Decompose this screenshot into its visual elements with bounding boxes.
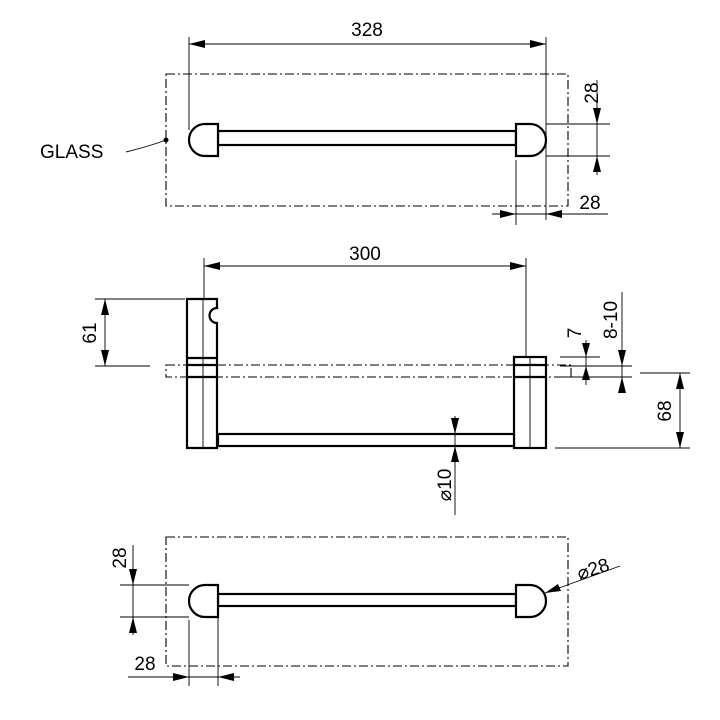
dim-diameter-28: ⌀28 [575, 555, 612, 585]
dim-28-bottom-width: 28 [134, 654, 155, 675]
glass-outline-bottom [165, 536, 569, 667]
dim-diameter-10: ⌀10 [435, 469, 456, 502]
left-cap-bottom [187, 583, 220, 619]
dim-28-cap-depth: 28 [579, 193, 600, 214]
bottom-view: 28 28 ⌀28 [110, 536, 621, 686]
left-bracket [185, 297, 219, 450]
dim-68: 68 [655, 400, 676, 421]
dim-28-cap-height: 28 [582, 82, 603, 103]
dim-300: 300 [349, 244, 381, 265]
dim-7: 7 [565, 328, 586, 339]
top-view: 328 28 28 GLASS [40, 20, 610, 225]
towel-rod-bottom [216, 592, 518, 608]
towel-rod-side [216, 432, 516, 448]
left-cap [187, 122, 220, 158]
dim-28-bottom-height: 28 [110, 547, 131, 568]
towel-rod [216, 129, 518, 147]
glass-outline [165, 73, 569, 207]
dim-8-10: 8-10 [601, 301, 622, 339]
glass-label: GLASS [40, 142, 103, 163]
dim-61: 61 [80, 322, 101, 343]
glass-section [165, 364, 572, 378]
right-cap [514, 122, 548, 158]
side-view: 300 61 7 8-10 68 [80, 244, 690, 515]
right-cap-round [514, 583, 548, 619]
dim-328: 328 [351, 20, 383, 41]
